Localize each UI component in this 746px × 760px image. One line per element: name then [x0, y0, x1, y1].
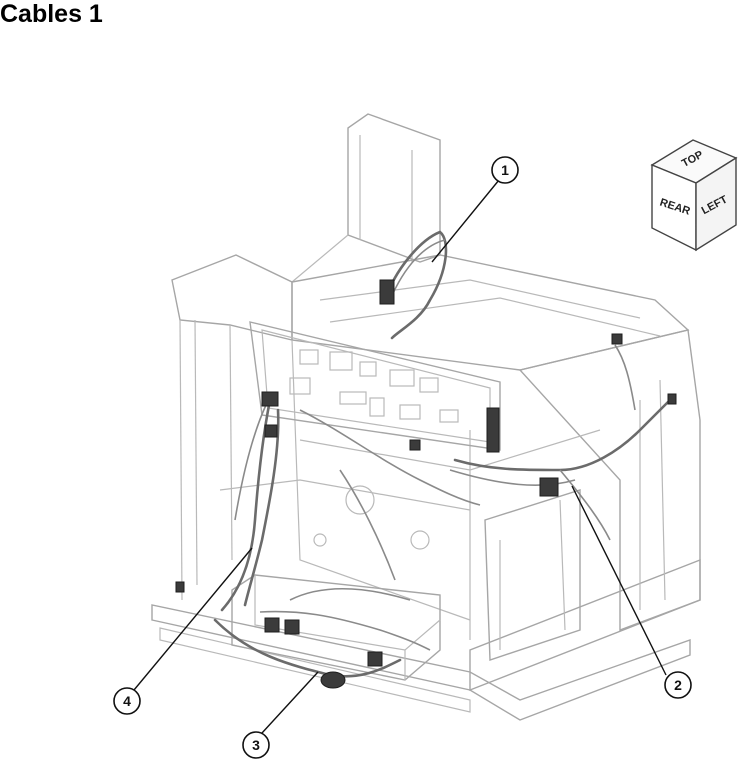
printer-frame — [151, 113, 701, 721]
orientation-cube: TOP REAR LEFT — [650, 139, 738, 252]
callout-2-label: 2 — [674, 677, 682, 693]
control-board — [249, 321, 501, 451]
callout-3: 3 — [242, 731, 270, 759]
cable-harness — [213, 230, 674, 678]
callout-3-label: 3 — [252, 737, 260, 753]
connectors — [175, 279, 677, 689]
callout-1: 1 — [491, 156, 519, 184]
callout-4: 4 — [113, 687, 141, 715]
callout-1-label: 1 — [501, 162, 509, 178]
callout-2: 2 — [664, 671, 692, 699]
callout-leaders — [133, 179, 667, 734]
page-title: Cables 1 — [0, 0, 103, 28]
callout-4-label: 4 — [123, 693, 131, 709]
